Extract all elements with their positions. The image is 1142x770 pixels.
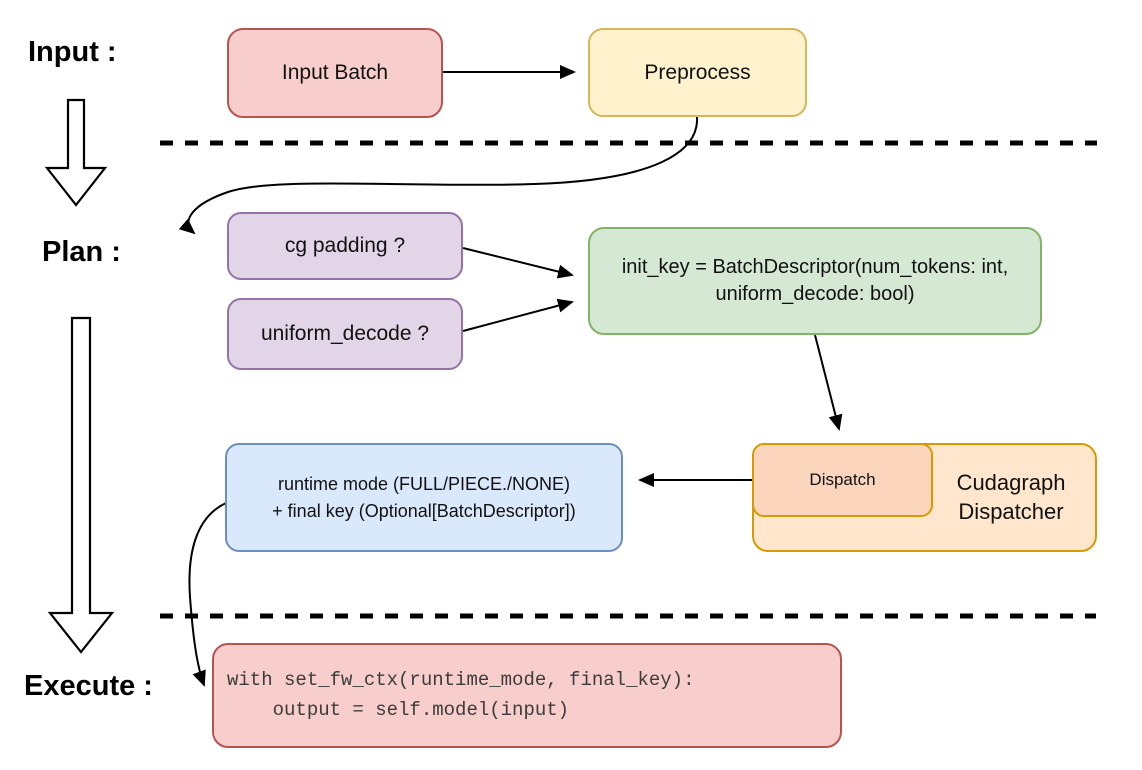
node-uniform-decode-label: uniform_decode ? (260, 322, 430, 345)
arrow-runtime-to-execute (188, 502, 227, 687)
section-label-execute: Execute : (24, 670, 153, 702)
section-label-plan: Plan : (42, 236, 121, 268)
section-label-input: Input : (28, 36, 117, 68)
cudagraph-label-line2: Dispatcher (958, 498, 1064, 524)
node-preprocess: Preprocess (588, 28, 807, 117)
execute-code-line2: output = self.model(input) (227, 698, 570, 721)
node-init-key-line2: uniform_decode: bool) (715, 283, 915, 305)
arrow-preprocess-to-cgpadding (178, 116, 699, 235)
node-input-batch-label: Input Batch (281, 61, 389, 84)
node-cg-padding: cg padding ? (227, 212, 463, 280)
node-cudagraph-dispatcher-label: Cudagraph Dispatcher (927, 469, 1095, 526)
arrow-uniformdecode-to-initkey (462, 298, 574, 332)
node-runtime-mode: runtime mode (FULL/PIECE./NONE) + final … (225, 443, 623, 552)
arrow-cgpadding-to-initkey (462, 247, 574, 279)
hollow-arrow-input-to-plan (44, 98, 108, 207)
node-dispatch: Dispatch (752, 443, 933, 517)
node-preprocess-label: Preprocess (644, 60, 751, 84)
arrow-initkey-to-dispatch (814, 334, 843, 431)
node-runtime-line1: runtime mode (FULL/PIECE./NONE) (277, 474, 571, 495)
node-init-key: init_key = BatchDescriptor(num_tokens: i… (588, 227, 1042, 335)
node-uniform-decode: uniform_decode ? (227, 298, 463, 370)
hollow-arrow-plan-to-execute (47, 316, 115, 654)
cudagraph-label-line1: Cudagraph (956, 469, 1066, 495)
node-runtime-line2: + final key (Optional[BatchDescriptor]) (272, 500, 576, 521)
node-dispatch-label: Dispatch (809, 470, 876, 489)
node-execute-code: with set_fw_ctx(runtime_mode, final_key)… (212, 643, 842, 748)
node-input-batch: Input Batch (227, 28, 443, 118)
node-cg-padding-label: cg padding ? (284, 234, 406, 257)
node-init-key-line1: init_key = BatchDescriptor(num_tokens: i… (621, 256, 1009, 278)
execute-code-line1: with set_fw_ctx(runtime_mode, final_key)… (227, 669, 695, 692)
